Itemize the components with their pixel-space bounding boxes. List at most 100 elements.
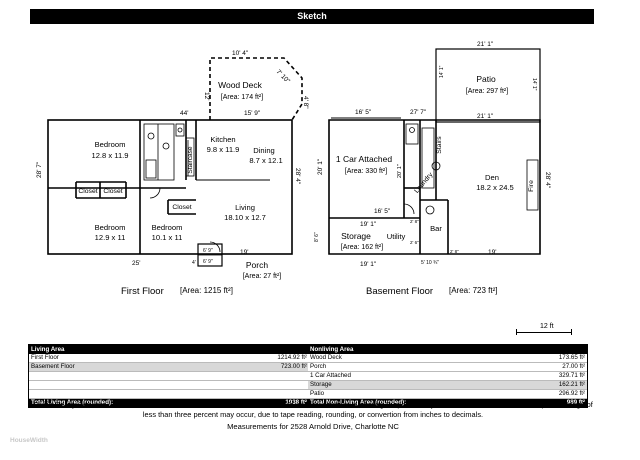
closet-c-label: Closet (172, 204, 191, 211)
dim-small-c: 2' 8" (450, 249, 459, 254)
basement-floor-area: [Area: 723 ft²] (449, 286, 498, 295)
scale-label: 12 ft (540, 323, 554, 330)
floor-plan-drawing: 10' 4" 7' 10" 12' 4' 8" 44' 15' 9" 28' 7… (36, 41, 551, 280)
nonliving-row-name: Porch (310, 363, 327, 370)
dim-basement-right: 28' 4" (544, 172, 551, 189)
nonliving-row-name: 1 Car Attached (310, 372, 351, 379)
dim-bottom-mid: 5' 10 ¾" (421, 260, 439, 266)
dining-label: Dining (253, 146, 275, 155)
first-floor-outline (47, 119, 293, 255)
laundry-label: Laundry (413, 171, 435, 195)
dim-patio-bottom: 21' 1" (477, 113, 494, 120)
measurements-address: Measurements for 2528 Arnold Drive, Char… (227, 422, 399, 431)
living-row-name: First Floor (31, 354, 59, 361)
bedroom3-size: 10.1 x 11 (152, 233, 183, 242)
bar-label: Bar (430, 224, 442, 233)
table-row: 1 Car Attached 329.71 ft² (29, 372, 587, 381)
porch-label: Porch (246, 260, 268, 270)
dim-garage-inner: 20' 1" (397, 164, 403, 178)
total-living-label: Total Living Area (rounded): (31, 399, 114, 406)
garage-label: 1 Car Attached (336, 154, 393, 164)
nonliving-row-value: 329.71 ft² (558, 372, 585, 379)
dim-porch-bottom: 6' 9" (203, 259, 213, 265)
fire-label: Fire (528, 180, 535, 192)
nonliving-row-value: 27.00 ft² (562, 363, 585, 370)
patio-area: [Area: 297 ft²] (466, 88, 508, 95)
garage-area: [Area: 330 ft²] (345, 168, 387, 175)
sketch-title-bar: Sketch (30, 9, 594, 24)
dim-first-bottom-right: 19' (240, 249, 248, 256)
staircase-label: Staircase (187, 146, 194, 173)
dim-first-left: 28' 7" (36, 161, 43, 178)
dim-small-b: 2' 6" (410, 240, 419, 245)
total-nonliving-value: 989 ft² (566, 399, 585, 406)
bedroom1-size: 12.8 x 11.9 (91, 151, 128, 160)
table-row: Basement Floor 723.00 ft² Porch 27.00 ft… (29, 363, 587, 372)
bedroom3-label: Bedroom (152, 223, 183, 232)
table-row: First Floor 1214.92 ft² Wood Deck 173.65… (29, 354, 587, 363)
table-row: Patio 296.92 ft² (29, 390, 587, 399)
nonliving-row-name: Wood Deck (310, 354, 342, 361)
living-size: 18.10 x 12.7 (224, 213, 266, 222)
bedroom2-label: Bedroom (95, 223, 126, 232)
dim-porch-side: 4' (192, 260, 196, 266)
first-floor-label: First Floor (121, 286, 164, 297)
table-row: Storage 162.21 ft² (29, 381, 587, 390)
utility-label: Utility (387, 232, 406, 241)
living-row-name: Basement Floor (31, 363, 75, 370)
dim-storage-top: 19' 1" (360, 221, 377, 228)
dim-first-right: 28' 4" (294, 168, 301, 185)
living-row-value: 1214.92 ft² (277, 354, 307, 361)
closet-b-label: Closet (103, 188, 122, 195)
dim-garage-top: 16' 5" (355, 109, 372, 116)
nonliving-row-value: 162.21 ft² (558, 381, 585, 388)
dim-first-bottom-left: 25' (132, 260, 140, 267)
kitchen-label: Kitchen (210, 135, 235, 144)
bedroom2-size: 12.9 x 11 (95, 233, 126, 242)
dim-small-a: 2' 8" (410, 219, 419, 224)
patio-label: Patio (476, 74, 496, 84)
closet-a-label: Closet (78, 188, 97, 195)
porch-area: [Area: 27 ft²] (243, 273, 282, 280)
disclaimer-text: Griffin Realty Services, LLC - All measu… (33, 400, 593, 419)
dim-garage-left: 20' 1" (317, 158, 324, 175)
nonliving-row-name: Storage (310, 381, 332, 388)
dim-patio-right: 14' 1" (531, 78, 537, 91)
dim-basement-bottom-right: 19' (488, 249, 496, 256)
living-row-value: 723.00 ft² (280, 363, 307, 370)
dim-garage-bottom: 16' 5" (374, 208, 391, 215)
den-size: 18.2 x 24.5 (476, 183, 514, 192)
dim-first-top-left: 44' (180, 110, 188, 117)
wood-deck-area: [Area: 174 ft²] (221, 94, 263, 101)
dim-storage-left: 8' 6" (314, 232, 320, 242)
wood-deck-label: Wood Deck (218, 80, 263, 90)
wood-deck-outline (209, 57, 303, 121)
dim-first-top-right: 15' 9" (244, 110, 261, 117)
nonliving-row-value: 173.65 ft² (558, 354, 585, 361)
dim-mid-top: 27' 7" (410, 109, 427, 116)
dim-deck-left: 12' (203, 92, 210, 100)
area-summary-table: Living Area Nonliving Area First Floor 1… (28, 344, 588, 408)
total-nonliving-label: Total Non-Living Area (rounded): (310, 399, 407, 406)
nonliving-row-value: 296.92 ft² (558, 390, 585, 397)
dim-patio-top: 21' 1" (477, 41, 494, 48)
basement-outline (328, 119, 541, 255)
den-label: Den (485, 173, 499, 182)
storage-area: [Area: 162 ft²] (341, 244, 383, 251)
dim-patio-left: 14' 1" (439, 65, 445, 78)
nonliving-row-name: Patio (310, 390, 325, 397)
bedroom1-label: Bedroom (95, 140, 126, 149)
stairs-label: Stairs (436, 136, 443, 154)
watermark-logo: HouseWidth (10, 437, 48, 444)
dim-deck-top: 10' 4" (232, 50, 249, 57)
living-area-header: Living Area (31, 346, 65, 353)
dining-size: 8.7 x 12.1 (249, 156, 282, 165)
first-floor-area: [Area: 1215 ft²] (180, 286, 233, 295)
dim-porch-top: 6' 9" (203, 248, 213, 254)
storage-label: Storage (341, 231, 371, 241)
living-label: Living (235, 203, 255, 212)
dim-deck-right: 4' 8" (302, 96, 309, 109)
dim-deck-diag: 7' 10" (275, 68, 292, 85)
total-living-value: 1938 ft² (285, 399, 307, 406)
nonliving-area-header: Nonliving Area (310, 346, 354, 353)
